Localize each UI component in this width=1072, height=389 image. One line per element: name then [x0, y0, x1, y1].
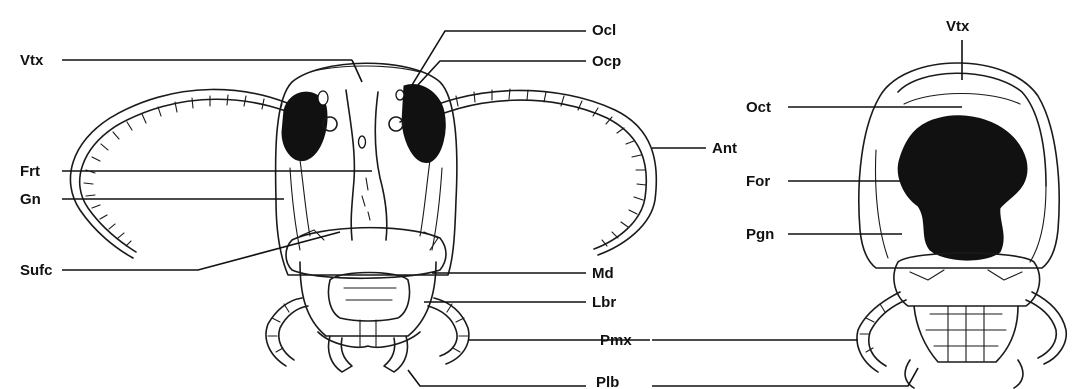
label-oct: Oct — [746, 99, 771, 116]
right-leader-lines — [652, 40, 962, 386]
label-vtx: Vtx — [20, 52, 44, 69]
label-md: Md — [592, 265, 614, 282]
lateral-ocellus — [396, 90, 404, 100]
label-pgn: Pgn — [746, 226, 774, 243]
label-pmx: Pmx — [600, 332, 632, 349]
label-gn: Gn — [20, 191, 41, 208]
label-ocl: Ocl — [592, 22, 616, 39]
maxillary-palps — [266, 298, 469, 366]
label-ant: Ant — [712, 140, 737, 157]
label-frt: Frt — [20, 163, 40, 180]
median-ocellus — [359, 136, 366, 148]
label-lbr: Lbr — [592, 294, 616, 311]
left-labels: Vtx Ocl Ocp Frt Gn Sufc Ant Md Lbr Pmx P… — [20, 22, 737, 389]
occipital-foramen — [898, 116, 1027, 260]
label-for: For — [746, 173, 770, 190]
label-plb: Plb — [596, 374, 619, 389]
head-posterior-view — [857, 63, 1066, 388]
label-vtx-posterior: Vtx — [946, 18, 970, 35]
label-ocp: Ocp — [592, 53, 621, 70]
labial-palps — [329, 336, 408, 372]
head-frontal-view — [70, 63, 656, 372]
label-sufc: Sufc — [20, 262, 53, 279]
